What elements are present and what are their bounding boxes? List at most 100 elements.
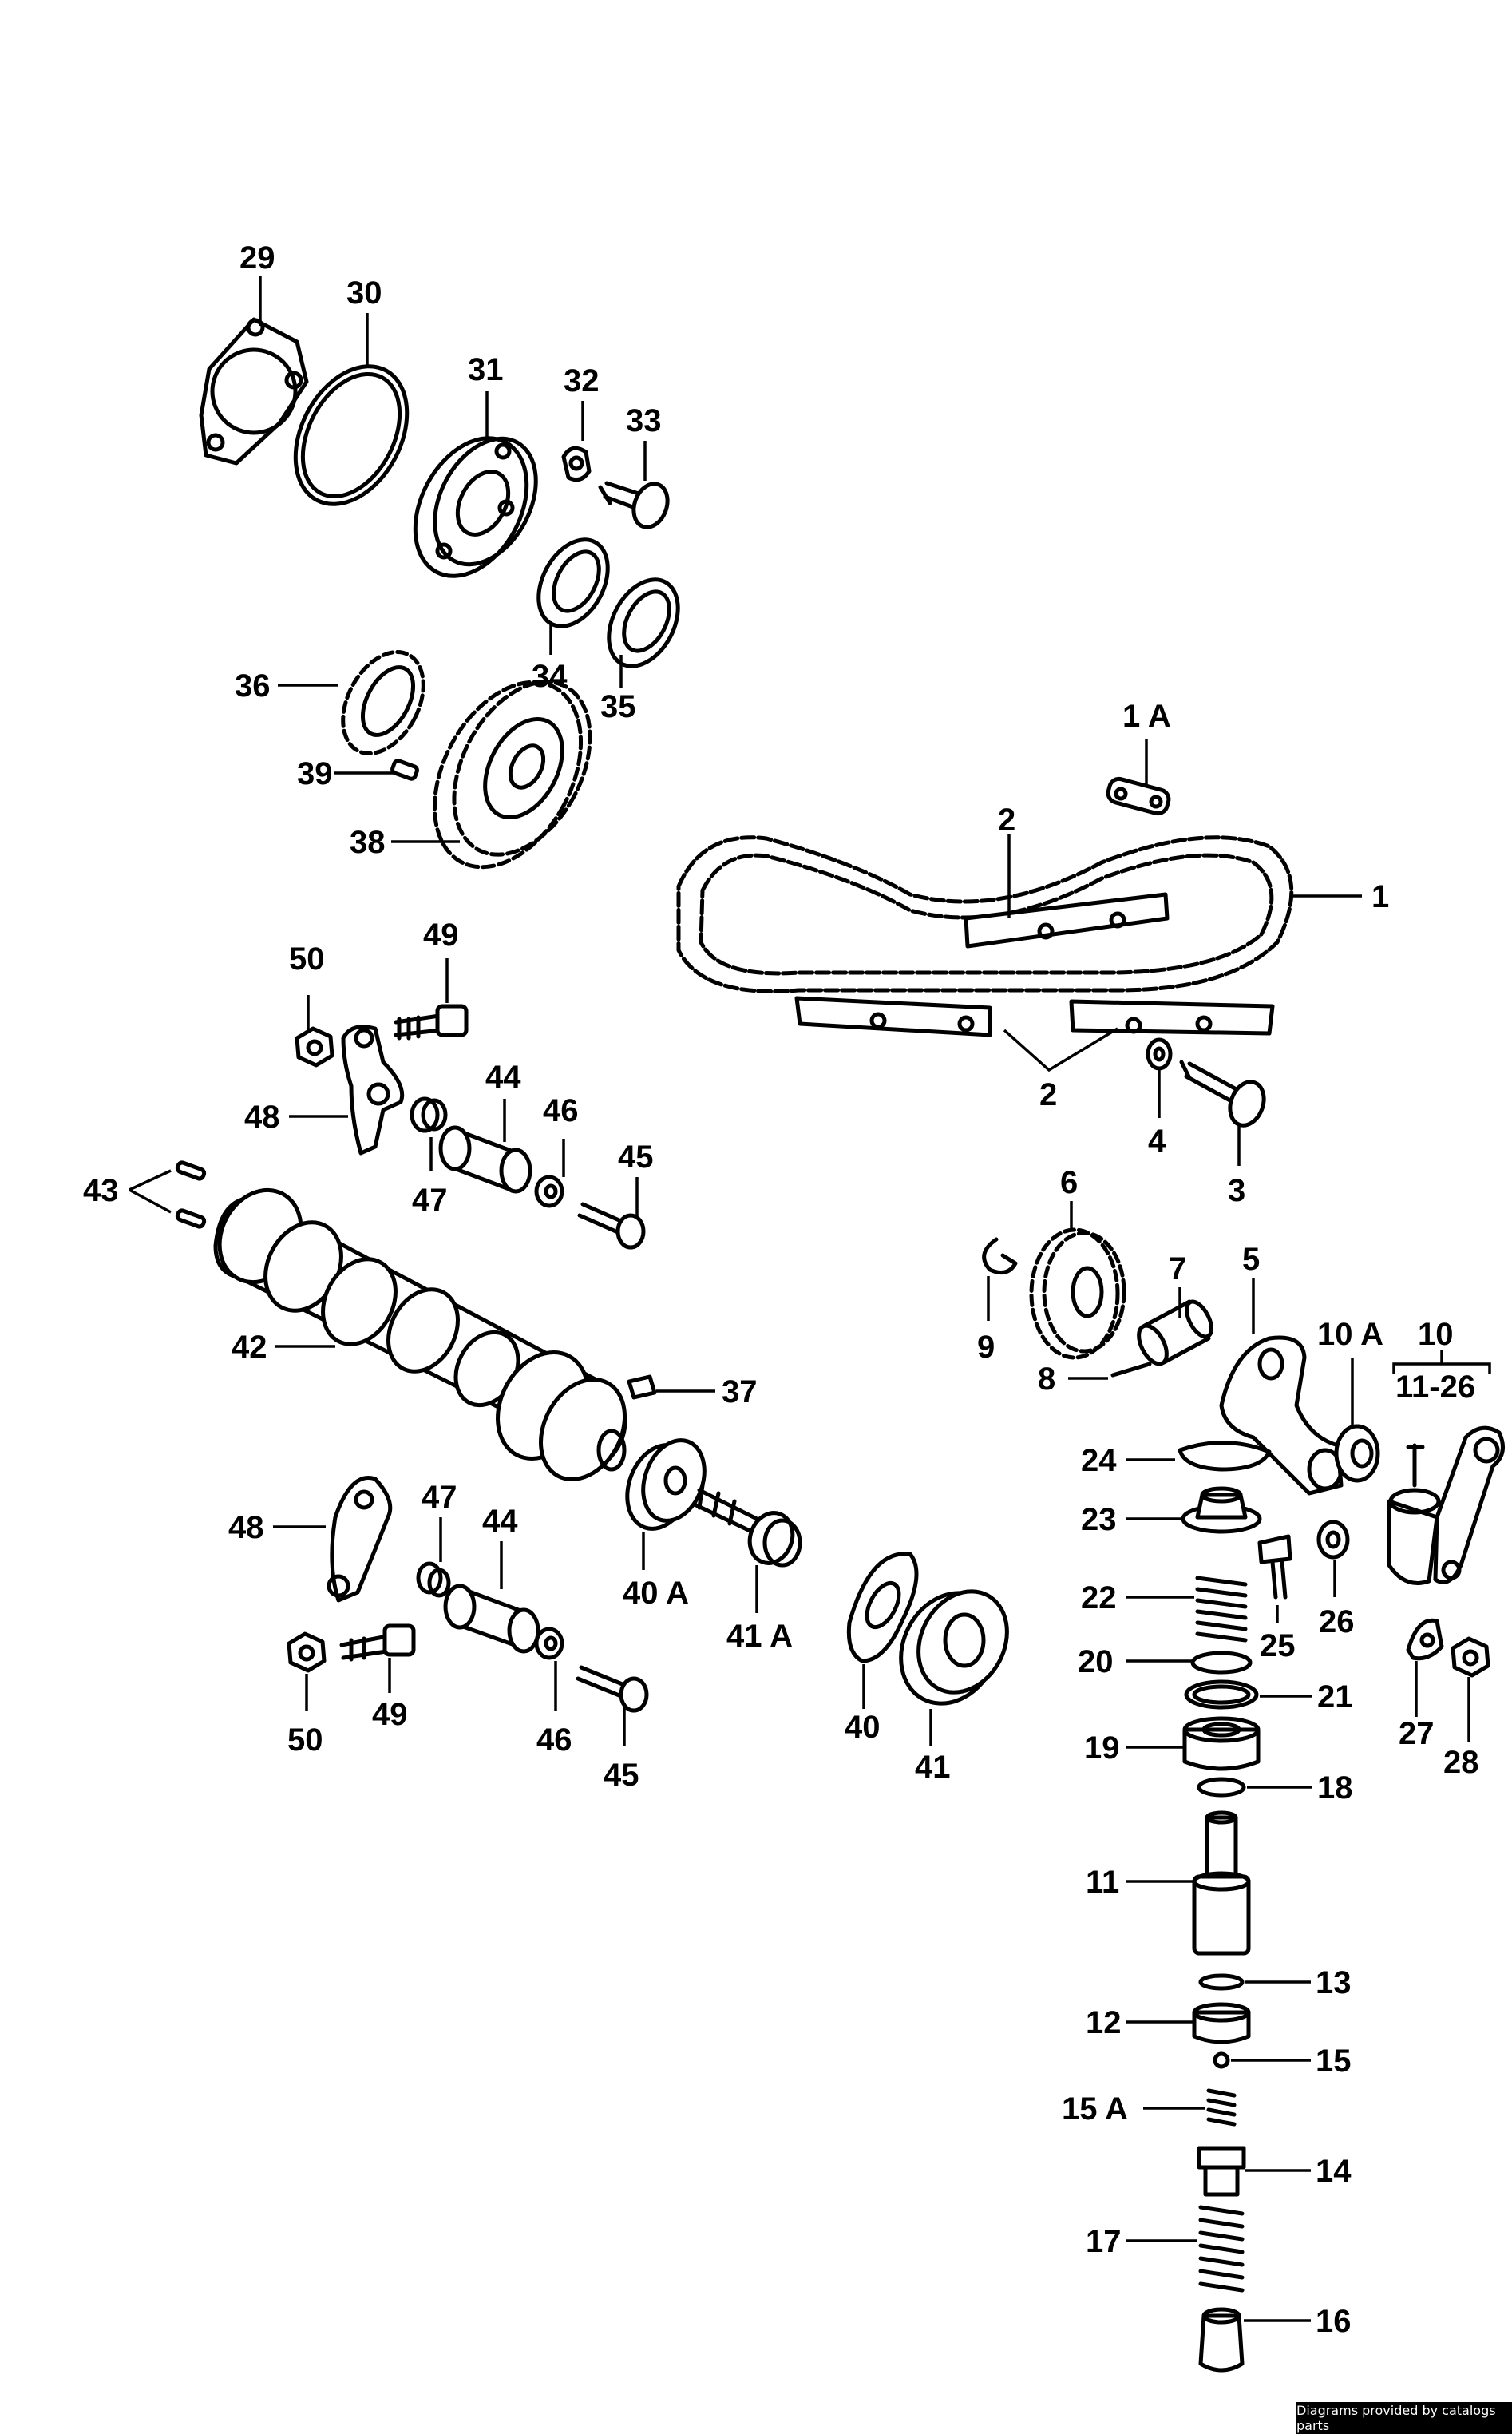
part-40-spacer[interactable] — [846, 1552, 919, 1663]
part-2-chain-guide-upper[interactable] — [964, 892, 1170, 949]
part-34-seal-ring[interactable] — [524, 528, 622, 638]
part-27-lock-plate[interactable] — [1406, 1618, 1444, 1661]
part-33-bolt[interactable] — [598, 479, 673, 532]
callout-30: 30 — [346, 276, 382, 311]
part-23-spring-cap[interactable] — [1181, 1486, 1262, 1534]
part-10-tensioner-assembly[interactable] — [1387, 1425, 1505, 1585]
part-17-spring[interactable] — [1198, 2205, 1245, 2293]
callout-37: 37 — [722, 1374, 758, 1409]
callout-labels: 29 30 31 32 33 34 35 36 39 38 1 A 2 1 2 … — [83, 240, 1479, 2339]
callout-21: 21 — [1317, 1679, 1353, 1715]
part-18-o-ring[interactable] — [1197, 1777, 1246, 1798]
part-47-bushing-upper[interactable] — [410, 1096, 448, 1133]
callout-46-lower: 46 — [536, 1722, 572, 1758]
callout-46-upper: 46 — [543, 1093, 579, 1128]
part-30-o-ring[interactable] — [273, 347, 429, 524]
part-47-bushing-lower[interactable] — [416, 1561, 451, 1598]
callout-10-range: 11-26 — [1395, 1370, 1475, 1405]
callout-14: 14 — [1316, 2154, 1352, 2189]
callout-38: 38 — [350, 825, 386, 860]
part-45-bolt-upper[interactable] — [577, 1202, 646, 1250]
part-3-bolt[interactable] — [1179, 1060, 1269, 1130]
part-44-rocker-shaft-lower[interactable] — [443, 1584, 540, 1654]
part-41A-bolt[interactable] — [692, 1483, 802, 1569]
part-2-chain-guide-lower-right[interactable] — [1069, 999, 1275, 1036]
part-20-ring[interactable] — [1190, 1651, 1253, 1675]
part-42-camshaft[interactable] — [204, 1175, 641, 1493]
callout-10A: 10 A — [1317, 1317, 1383, 1352]
part-46-washer-upper[interactable] — [534, 1175, 564, 1208]
part-44-rocker-shaft-upper[interactable] — [438, 1125, 532, 1194]
callout-25: 25 — [1260, 1628, 1296, 1663]
part-6-idler-sprocket[interactable] — [1029, 1227, 1126, 1360]
callout-1A: 1 A — [1122, 699, 1171, 734]
part-4-washer[interactable] — [1146, 1037, 1173, 1071]
part-25-bolt[interactable] — [1257, 1534, 1292, 1600]
callout-42: 42 — [232, 1330, 267, 1365]
part-13-o-ring[interactable] — [1198, 1973, 1245, 1991]
part-24-circlip[interactable] — [1178, 1440, 1272, 1472]
callout-24: 24 — [1081, 1443, 1117, 1478]
callout-5: 5 — [1242, 1242, 1260, 1277]
part-43-pins[interactable] — [175, 1160, 207, 1229]
part-37-key[interactable] — [627, 1374, 657, 1400]
part-26-washer[interactable] — [1316, 1520, 1350, 1560]
part-29-flange-gasket[interactable] — [199, 317, 309, 466]
part-40A-thrust-washer[interactable] — [616, 1432, 715, 1538]
part-11-plunger[interactable] — [1192, 1810, 1251, 1956]
part-49-adjusting-screw-upper[interactable] — [394, 1004, 469, 1041]
callout-47-lower: 47 — [422, 1480, 457, 1515]
part-14-valve-seat[interactable] — [1197, 2146, 1246, 2197]
callout-8: 8 — [1038, 1362, 1055, 1397]
callout-41: 41 — [915, 1750, 951, 1785]
callout-43: 43 — [83, 1173, 119, 1208]
part-35-seal-ring[interactable] — [595, 568, 692, 678]
part-48-rocker-arm-upper[interactable] — [341, 1025, 405, 1156]
callout-47-upper: 47 — [412, 1183, 448, 1218]
part-7-shaft[interactable] — [1133, 1298, 1216, 1368]
part-36-sprocket-ring[interactable] — [327, 638, 440, 767]
callout-4: 4 — [1148, 1124, 1166, 1159]
callout-36: 36 — [235, 668, 271, 704]
callout-23: 23 — [1081, 1502, 1117, 1537]
callout-29: 29 — [239, 240, 275, 276]
callout-40: 40 — [845, 1710, 881, 1745]
part-22-spring[interactable] — [1195, 1576, 1248, 1643]
part-8-pin[interactable] — [1110, 1362, 1152, 1378]
part-1A-chain-connecting-link[interactable] — [1106, 776, 1171, 816]
part-19-piston-cap[interactable] — [1182, 1716, 1261, 1771]
callout-48-upper: 48 — [244, 1100, 280, 1135]
part-15-ball[interactable] — [1213, 2051, 1230, 2069]
callout-20: 20 — [1078, 1644, 1114, 1679]
part-46-washer-lower[interactable] — [534, 1627, 564, 1660]
part-9-circlip[interactable] — [982, 1237, 1018, 1275]
part-45-bolt-lower[interactable] — [576, 1665, 649, 1713]
callout-34: 34 — [532, 659, 568, 694]
part-1-timing-chain[interactable] — [676, 835, 1294, 993]
part-32-lock-plate[interactable] — [561, 446, 592, 482]
callout-3: 3 — [1228, 1173, 1245, 1208]
callout-19: 19 — [1084, 1730, 1120, 1766]
leader-lines — [129, 276, 1491, 2322]
part-49-adjusting-screw-lower[interactable] — [339, 1623, 416, 1662]
callout-15A: 15 A — [1062, 2091, 1128, 2127]
part-21-ring[interactable] — [1184, 1679, 1259, 1710]
part-39-pin[interactable] — [390, 759, 419, 781]
callout-2-lower: 2 — [1039, 1077, 1057, 1112]
callout-49-upper: 49 — [423, 918, 459, 953]
part-28-nut[interactable] — [1451, 1636, 1490, 1678]
part-48-rocker-arm-lower[interactable] — [327, 1476, 393, 1603]
callout-26: 26 — [1319, 1604, 1355, 1639]
part-31-flange-hub[interactable] — [393, 419, 556, 596]
part-38-camshaft-sprocket[interactable] — [405, 657, 618, 892]
part-12-valve-body[interactable] — [1192, 2002, 1251, 2044]
part-50-nut-upper[interactable] — [295, 1026, 334, 1068]
part-2-chain-guide-lower-left[interactable] — [794, 996, 992, 1037]
part-10A-bushing[interactable] — [1334, 1424, 1380, 1483]
part-41-nut[interactable] — [882, 1576, 1024, 1721]
part-15A-spring-small[interactable] — [1206, 2088, 1237, 2127]
part-50-nut-lower[interactable] — [287, 1631, 327, 1673]
part-16-plug[interactable] — [1198, 2307, 1245, 2373]
callout-10: 10 — [1418, 1317, 1454, 1352]
